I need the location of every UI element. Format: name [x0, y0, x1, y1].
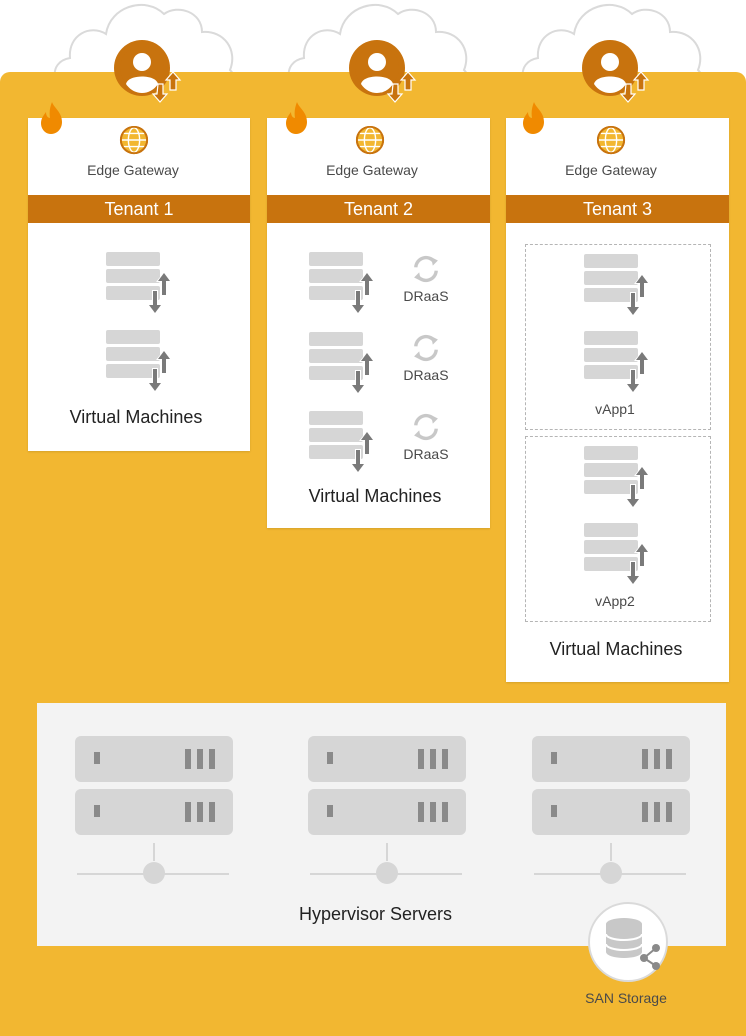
vapp-label: vApp2	[595, 593, 635, 609]
vm-stack-icon	[309, 252, 389, 318]
edge-gateway-label: Edge Gateway	[326, 162, 418, 178]
vm-stack-icon	[584, 254, 664, 320]
server-rack-icon	[308, 789, 466, 835]
vm-stack-icon	[106, 330, 186, 396]
fire-icon	[522, 102, 546, 134]
network-connector	[310, 843, 462, 884]
database-icon	[588, 902, 668, 982]
virtual-machines-label: Virtual Machines	[549, 639, 683, 659]
draas-label: DRaaS	[403, 288, 449, 304]
vm-stack-icon	[584, 446, 664, 512]
network-connector	[77, 843, 229, 884]
sync-icon	[409, 410, 443, 444]
tenant-card-3: Edge Gateway Tenant 3 vApp1 vApp2 Virtua…	[506, 118, 729, 682]
draas-label: DRaaS	[403, 367, 449, 383]
user-icon	[578, 38, 652, 108]
vm-stack-icon	[584, 523, 664, 589]
tenant-card-2: Edge Gateway Tenant 2 DRaaS DRaaS DRaaS …	[267, 118, 490, 528]
server-rack-icon	[308, 736, 466, 782]
edge-gateway-icon	[596, 125, 626, 155]
fire-icon	[40, 102, 64, 134]
tenant-title: Tenant 1	[28, 195, 250, 223]
sync-icon	[409, 252, 443, 286]
virtual-machines-label: Virtual Machines	[69, 407, 203, 427]
vapp-label: vApp1	[595, 401, 635, 417]
server-rack-icon	[75, 736, 233, 782]
vm-stack-icon	[309, 332, 389, 398]
sync-icon	[409, 331, 443, 365]
vm-stack-icon	[309, 411, 389, 477]
network-connector	[534, 843, 686, 884]
san-storage-label: SAN Storage	[585, 990, 667, 1006]
server-rack-icon	[75, 789, 233, 835]
tenant-card-1: Edge Gateway Tenant 1 Virtual Machines	[28, 118, 250, 451]
vm-stack-icon	[106, 252, 186, 318]
vapp-group-2: vApp2	[525, 436, 711, 622]
tenant-title: Tenant 2	[267, 195, 490, 223]
server-rack-icon	[532, 789, 690, 835]
hypervisor-panel: Hypervisor Servers	[37, 703, 726, 946]
virtual-machines-label: Virtual Machines	[308, 486, 442, 506]
edge-gateway-icon	[355, 125, 385, 155]
user-icon	[110, 38, 184, 108]
fire-icon	[285, 102, 309, 134]
vm-stack-icon	[584, 331, 664, 397]
server-rack-icon	[532, 736, 690, 782]
edge-gateway-label: Edge Gateway	[87, 162, 179, 178]
user-icon	[345, 38, 419, 108]
tenant-title: Tenant 3	[506, 195, 729, 223]
hypervisor-servers-label: Hypervisor Servers	[299, 904, 453, 924]
draas-label: DRaaS	[403, 446, 449, 462]
edge-gateway-label: Edge Gateway	[565, 162, 657, 178]
edge-gateway-icon	[119, 125, 149, 155]
vapp-group-1: vApp1	[525, 244, 711, 430]
